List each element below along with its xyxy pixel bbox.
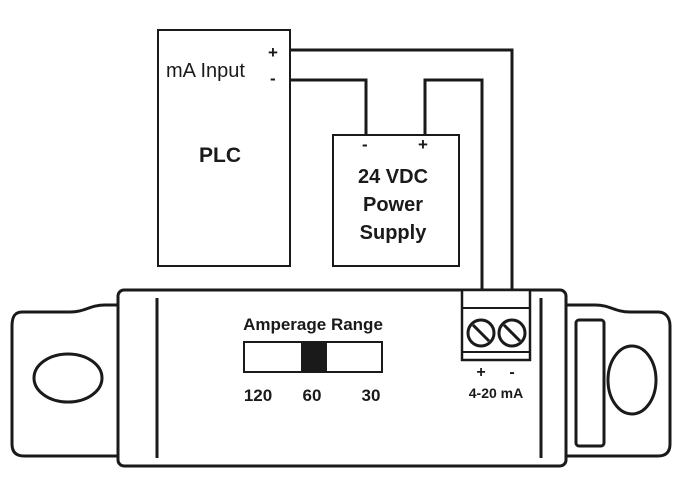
wire-plc-minus-to-psu-minus bbox=[290, 78, 368, 135]
plc-title: PLC bbox=[199, 144, 241, 167]
amperage-range-title: Amperage Range bbox=[243, 315, 383, 334]
left-mounting-hole bbox=[32, 352, 104, 404]
terminal-plus-screw[interactable] bbox=[466, 318, 496, 348]
wire-psu-plus-to-sensor-plus bbox=[423, 78, 484, 322]
power-supply-box: - + 24 VDC Power Supply bbox=[332, 134, 460, 267]
range-option-30: 30 bbox=[362, 386, 381, 405]
power-supply-outline bbox=[332, 134, 460, 267]
right-mounting-hole bbox=[606, 344, 658, 416]
terminal-minus-screw[interactable] bbox=[497, 318, 527, 348]
sensor-housing bbox=[116, 288, 568, 468]
terminal-minus-screw-slot bbox=[502, 323, 522, 343]
terminal-minus-label: - bbox=[509, 364, 514, 381]
wires bbox=[290, 48, 514, 322]
output-label: 4-20 mA bbox=[469, 385, 523, 401]
plc-minus-label: - bbox=[270, 69, 276, 88]
wire-plc-plus-to-sensor-minus bbox=[290, 48, 514, 322]
terminal-plus-label: + bbox=[476, 364, 485, 381]
range-option-120: 120 bbox=[244, 386, 272, 405]
range-switch-slider[interactable] bbox=[301, 341, 327, 373]
power-supply-minus-label: - bbox=[362, 135, 368, 154]
plc-plus-label: + bbox=[268, 43, 278, 62]
power-supply-line2: Power bbox=[363, 194, 423, 216]
terminal-plus-screw-slot bbox=[471, 323, 491, 343]
terminal-block: + - 4-20 mA bbox=[460, 288, 532, 401]
plc-input-label: mA Input bbox=[166, 60, 245, 82]
power-supply-line3: Supply bbox=[360, 222, 428, 244]
range-option-60: 60 bbox=[303, 386, 322, 405]
current-sensor: Amperage Range 120 60 30 + - 4-20 mA bbox=[10, 288, 672, 468]
power-supply-line1: 24 VDC bbox=[358, 166, 428, 188]
right-tab-inner-plate bbox=[574, 318, 606, 448]
power-supply-plus-label: + bbox=[418, 135, 428, 154]
plc-box: mA Input + - PLC bbox=[157, 29, 291, 267]
plc-outline bbox=[157, 29, 291, 267]
